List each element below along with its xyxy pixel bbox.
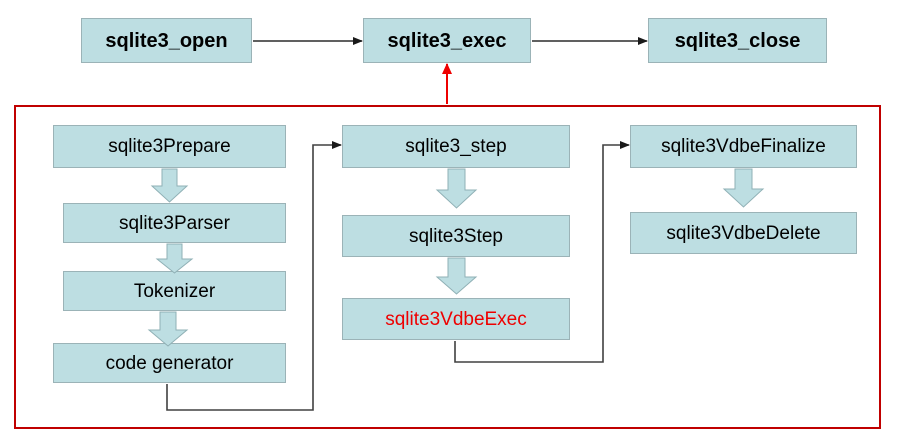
node-sqlite3-exec[interactable]: sqlite3_exec [363, 18, 531, 63]
node-sqlite3-open[interactable]: sqlite3_open [81, 18, 252, 63]
node-sqlite3-close[interactable]: sqlite3_close [648, 18, 827, 63]
node-sqlite3prepare[interactable]: sqlite3Prepare [53, 125, 286, 168]
internal-implementation-region [14, 105, 881, 429]
node-sqlite3vdbeexec[interactable]: sqlite3VdbeExec [342, 298, 570, 340]
node-sqlite3step[interactable]: sqlite3Step [342, 215, 570, 257]
node-sqlite3vdbefinalize[interactable]: sqlite3VdbeFinalize [630, 125, 857, 168]
node-sqlite3parser[interactable]: sqlite3Parser [63, 203, 286, 243]
node-sqlite3vdbedelete[interactable]: sqlite3VdbeDelete [630, 212, 857, 254]
node-sqlite3-step[interactable]: sqlite3_step [342, 125, 570, 168]
node-code-generator[interactable]: code generator [53, 343, 286, 383]
node-tokenizer[interactable]: Tokenizer [63, 271, 286, 311]
